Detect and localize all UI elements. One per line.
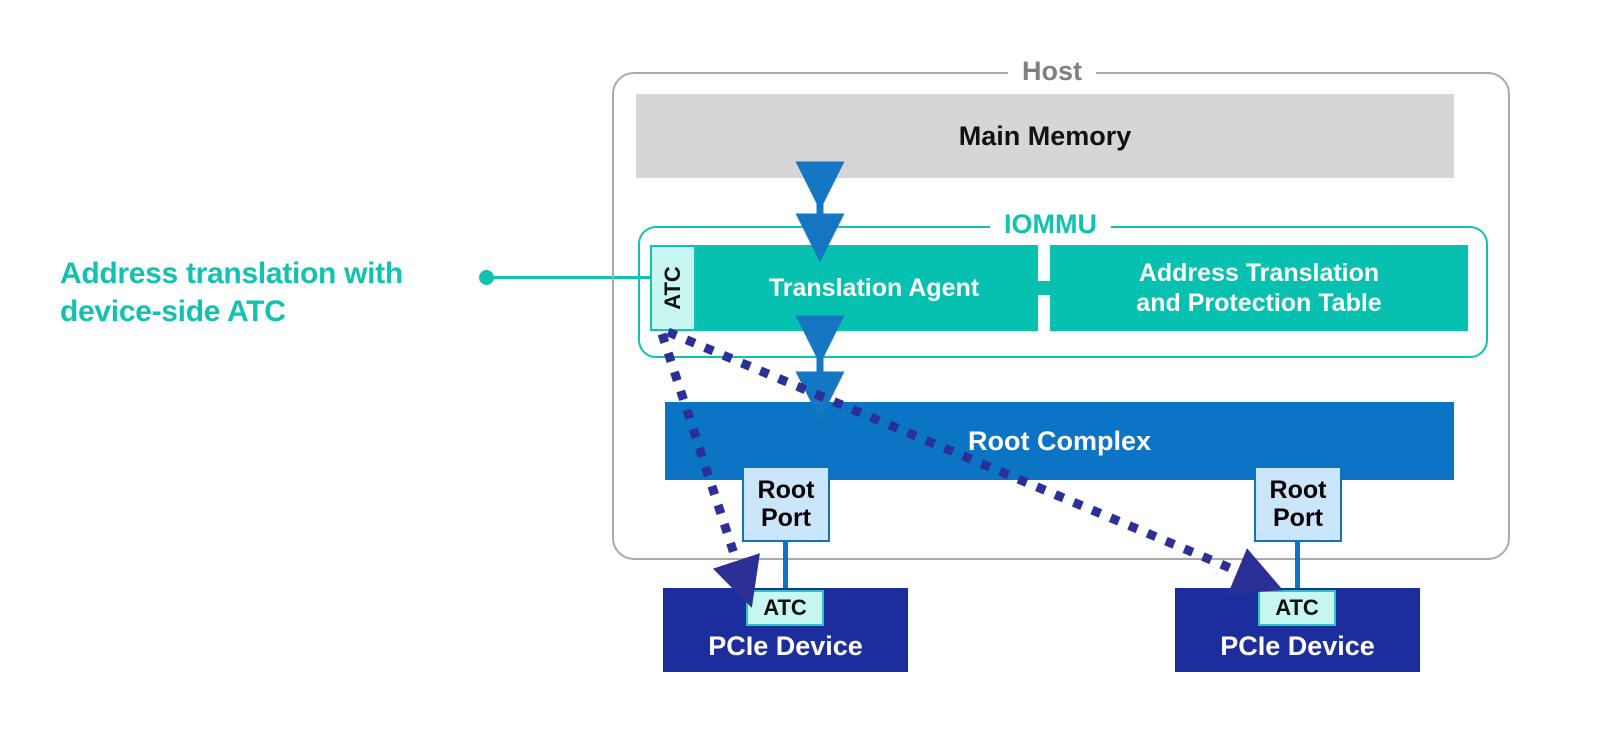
main-memory-block: Main Memory <box>636 94 1454 178</box>
pcie-device-left-label: PCIe Device <box>708 631 863 661</box>
annotation-label: Address translation with device-side ATC <box>60 255 480 332</box>
root-complex-label: Root Complex <box>967 425 1151 456</box>
root-port-right-line-1: Root <box>1269 476 1327 504</box>
root-port-left-line-2: Port <box>761 504 811 532</box>
root-port-left-link <box>783 542 788 594</box>
iommu-atc-label: ATC <box>660 266 685 310</box>
annotation-line-1: Address translation with <box>60 257 403 290</box>
translation-agent-label: Translation Agent <box>768 273 980 302</box>
pcie-device-left-atc-label: ATC <box>763 595 807 620</box>
translation-agent-block: Translation Agent <box>650 245 1038 331</box>
annotation-dot-marker <box>479 270 494 285</box>
root-port-right-link <box>1295 542 1300 594</box>
pcie-device-right-atc-label: ATC <box>1275 595 1319 620</box>
atpt-label-line-1: Address Translation <box>1138 259 1380 287</box>
atpt-label-line-2: and Protection Table <box>1136 289 1382 317</box>
host-label: Host <box>1008 54 1096 88</box>
annotation-line-2: device-side ATC <box>60 295 286 329</box>
annotation-leader-line <box>493 276 673 279</box>
pcie-device-right-label: PCIe Device <box>1220 631 1375 661</box>
root-port-left-line-1: Root <box>757 476 815 504</box>
iommu-atc-box: ATC <box>650 245 696 331</box>
main-memory-label: Main Memory <box>958 120 1132 151</box>
pcie-device-right-atc-box: ATC <box>1258 590 1336 626</box>
address-translation-protection-table-block: Address Translation and Protection Table <box>1050 245 1468 331</box>
iommu-label: IOMMU <box>990 208 1111 240</box>
pcie-device-left-atc-box: ATC <box>746 590 824 626</box>
root-port-right-line-2: Port <box>1273 504 1323 532</box>
iommu-block-connector <box>1038 281 1050 295</box>
root-port-right: Root Port <box>1254 466 1342 542</box>
root-port-left: Root Port <box>742 466 830 542</box>
